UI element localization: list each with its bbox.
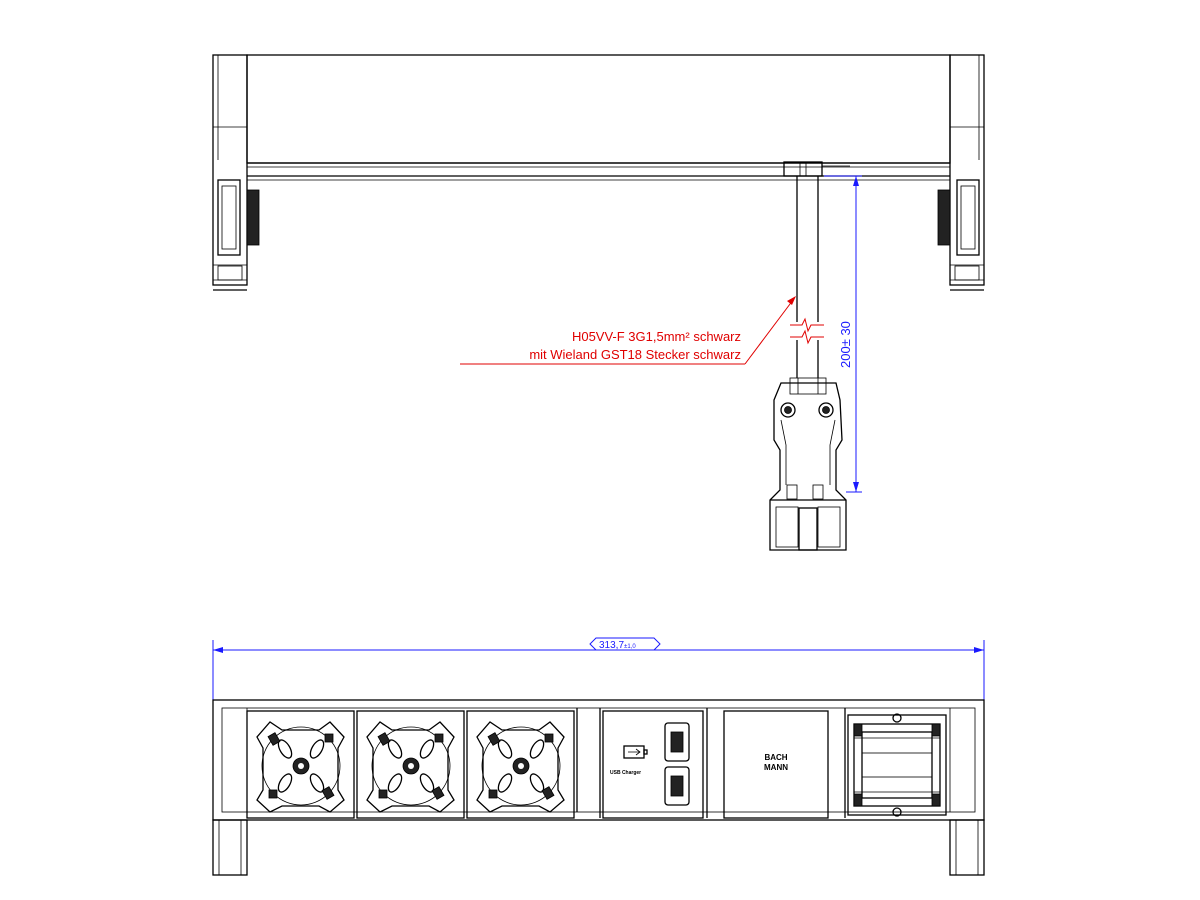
cable-label-line2: mit Wieland GST18 Stecker schwarz [529,347,741,362]
usb-charger-module: USB Charger [602,710,704,819]
left-bracket [212,54,260,291]
cable-exit [783,161,850,177]
blank-module: BACH MANN [723,710,829,819]
width-dimension-value: 313,7 [599,640,624,651]
front-housing [212,699,985,876]
top-housing [246,54,951,181]
cable-label-line1: H05VV-F 3G1,5mm² schwarz [572,329,741,344]
socket-2 [356,710,465,819]
top-view: 200± 30 H05VV-F 3G1,5mm² schwarz mit Wie… [212,54,985,551]
wieland-connector [769,377,847,551]
cable [790,176,824,378]
svg-text:313,7±1,0: 313,7±1,0 [599,640,636,651]
usb-charger-label: USB Charger [610,770,641,776]
cable-dimension-tolerance: ± 30 [838,321,853,346]
data-frame-module [847,713,947,817]
cable-annotation: H05VV-F 3G1,5mm² schwarz mit Wieland GST… [460,296,796,365]
logo-line2: MANN [764,763,788,772]
right-bracket [937,54,985,291]
cable-length-dimension: 200± 30 [824,175,862,493]
width-dimension-tolerance: ±1,0 [624,644,636,650]
logo-line1: BACH [764,753,787,762]
svg-text:200± 30: 200± 30 [838,321,853,368]
width-dimension: 313,7±1,0 [212,637,985,700]
front-view: 313,7±1,0 [212,637,985,876]
socket-1 [246,710,355,819]
cable-dimension-value: 200 [838,346,853,368]
socket-3 [466,710,575,819]
